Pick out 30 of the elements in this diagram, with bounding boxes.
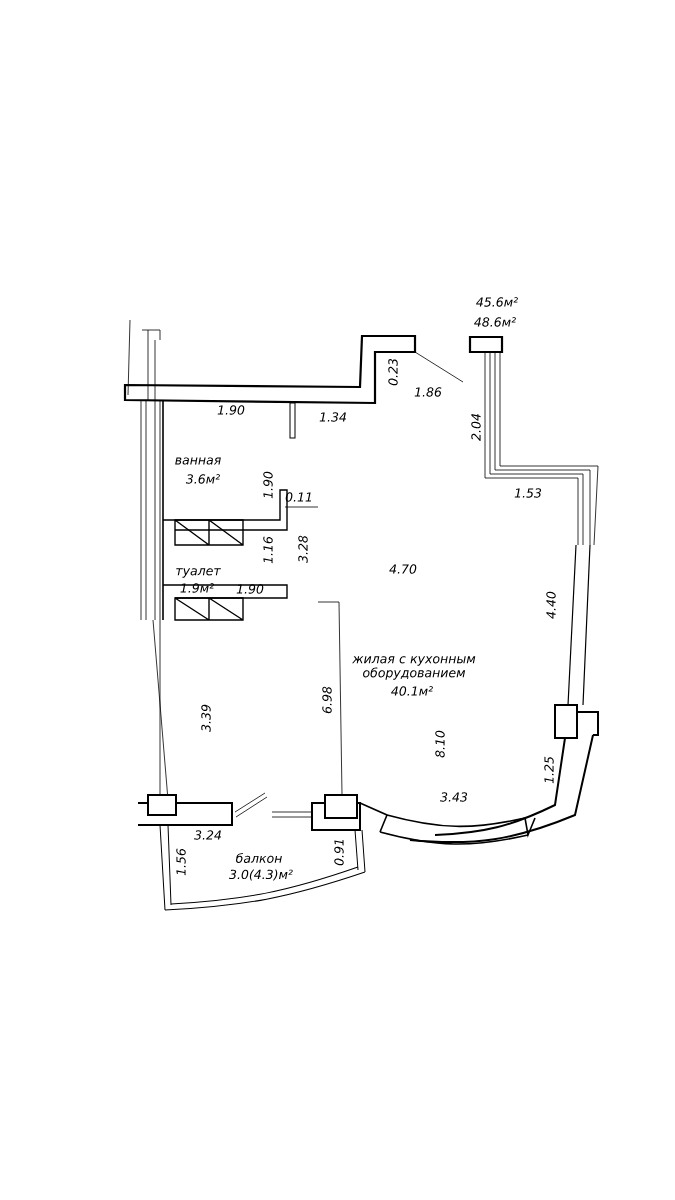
dimension-label: 0.91 — [334, 840, 344, 866]
dimension-label: 1.16 — [263, 536, 273, 564]
area-label: 40.1м² — [391, 686, 433, 696]
dimension-label: 1.90 — [236, 584, 264, 594]
dimension-label: 3.24 — [194, 830, 221, 840]
dimension-label: 1.25 — [544, 756, 554, 784]
area-label: 48.6м² — [474, 317, 516, 327]
area-label: 1.9м² — [180, 583, 214, 593]
room-name: туалет — [176, 568, 221, 578]
area-label: 3.0(4.3)м² — [229, 869, 293, 881]
dimension-label: 2.04 — [471, 414, 481, 441]
dimension-label: 1.34 — [319, 412, 346, 422]
dimension-label: 1.53 — [514, 488, 542, 498]
area-label: 3.6м² — [185, 474, 220, 484]
dimension-label: 8.10 — [435, 730, 445, 758]
dimension-label: 4.70 — [389, 564, 417, 574]
dimension-label: 1.86 — [414, 387, 442, 397]
dimension-label: 1.56 — [176, 848, 186, 876]
dimension-label: 6.98 — [322, 686, 332, 714]
room-name: ванная — [175, 457, 221, 465]
dimension-label: 1.90 — [217, 405, 245, 415]
dimension-label: 3.43 — [440, 792, 468, 802]
room-name: жилая с кухонным оборудованием — [352, 656, 476, 680]
dimension-label: 3.39 — [201, 704, 211, 732]
dimension-label: 1.90 — [263, 471, 273, 499]
dimension-label: 3.28 — [298, 535, 308, 563]
dimension-label: 4.40 — [546, 591, 556, 619]
room-name: балкон — [236, 853, 282, 863]
dimension-label: 0.23 — [388, 358, 398, 386]
area-label: 45.6м² — [476, 297, 518, 307]
